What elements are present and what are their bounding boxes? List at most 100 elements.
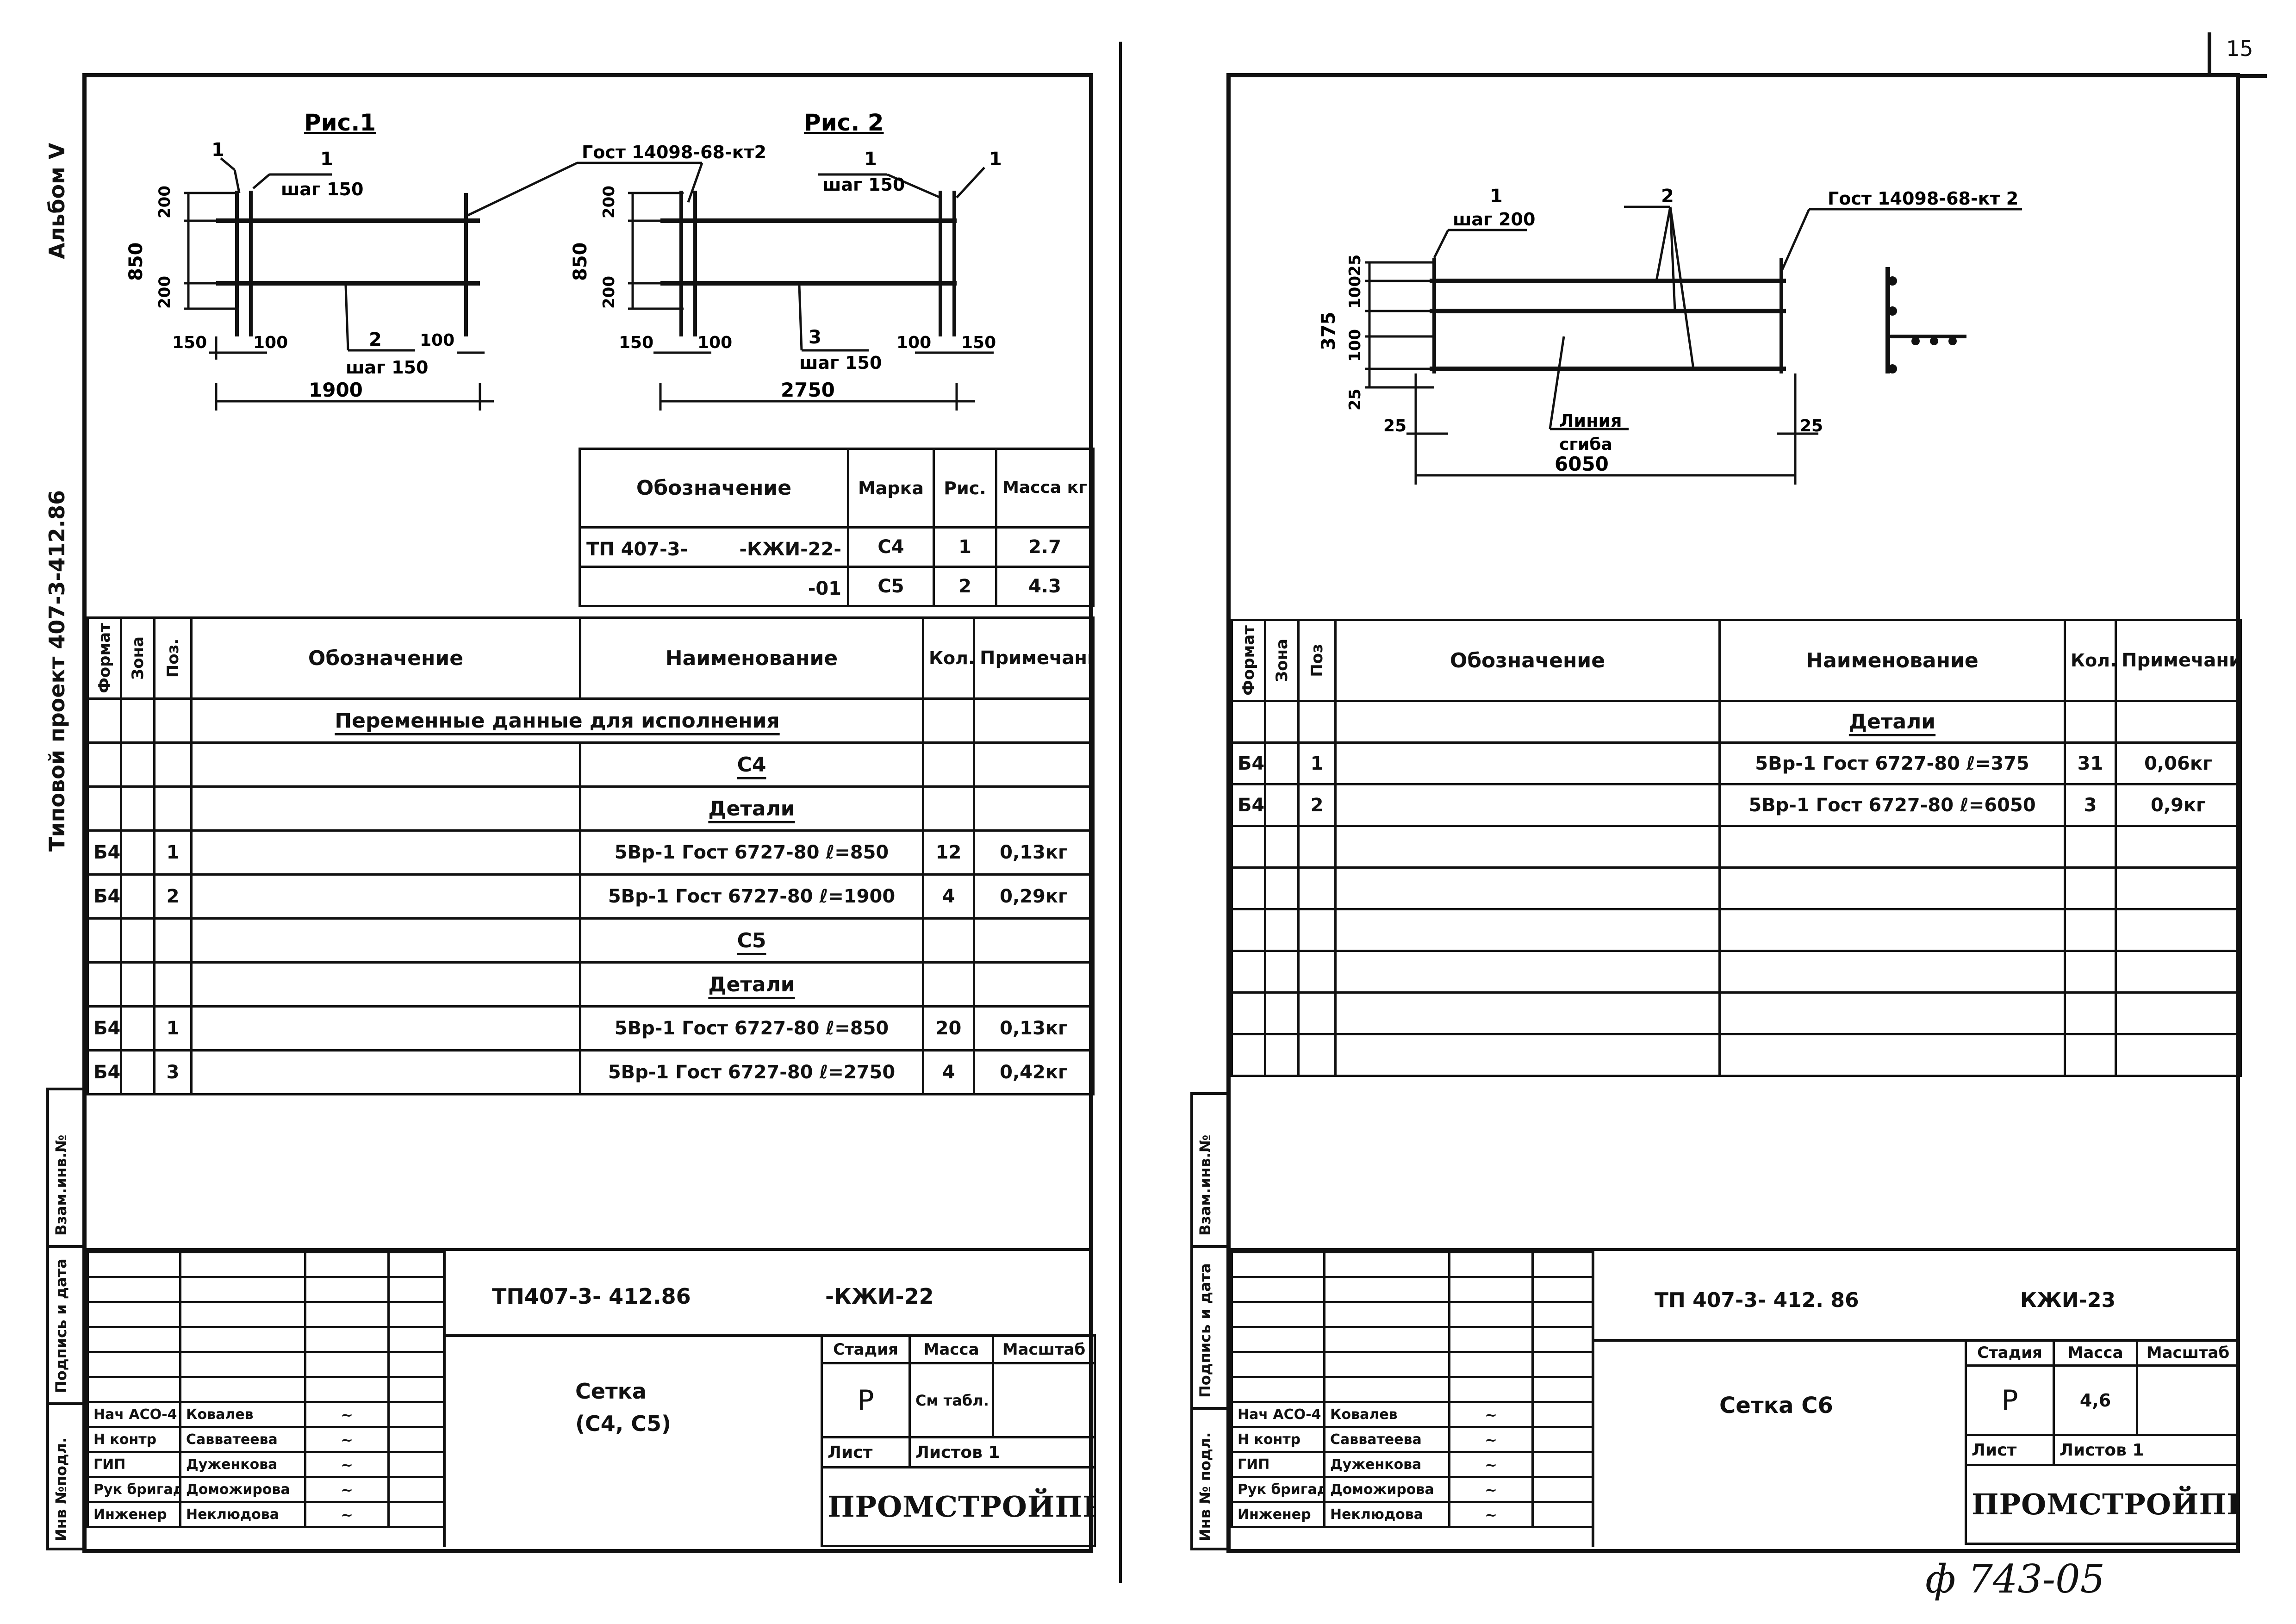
marks-h-mark: Марка: [847, 448, 935, 529]
left-stamp-replace: Взам.инв.№: [52, 1134, 70, 1236]
rfig-dim-100a: 100: [1346, 276, 1364, 309]
left-title-block: Нач АСО-4 Ковалев ~ Н контр Савватеева ~…: [87, 1248, 1096, 1552]
fig1-title: Рис.1: [304, 109, 376, 136]
tb-name-line2: (С4, С5): [575, 1411, 672, 1436]
fig2-dim-150b: 150: [961, 333, 996, 352]
rspec-h-qty: Кол.: [2064, 619, 2117, 702]
rspec-h-pos: Поз: [1297, 619, 1337, 702]
left-side-title: Типовой проект 407-3-412.86: [44, 490, 69, 852]
rtb-stage: Р: [1965, 1364, 2055, 1436]
rspec-h-designation: Обозначение: [1334, 619, 1721, 702]
signature: ~: [1448, 1426, 1534, 1453]
marks-fig: 1: [933, 526, 997, 568]
spec-group-title: С5: [737, 928, 766, 952]
rfig-step1: шаг 200: [1453, 209, 1535, 230]
rfig-gost: Гост 14098-68-кт 2: [1828, 188, 2018, 209]
marks-designation-b: -КЖИ-22-: [739, 539, 841, 560]
left-staff-grid: Нач АСО-4 Ковалев ~ Н контр Савватеева ~…: [87, 1251, 445, 1528]
rspec-group-title: Детали: [1848, 710, 1936, 734]
staff-row: Н контр Савватеева ~: [1231, 1426, 1594, 1453]
left-spec-table: Формат Зона Поз. Обозначение Наименовани…: [87, 616, 1095, 1095]
fig2-dim-150a: 150: [619, 333, 653, 352]
right-stamp-sign: Подпись и дата: [1196, 1263, 1214, 1398]
spec-section-title: Переменные данные для исполнения: [190, 697, 924, 744]
gost-label-left: Гост 14098-68-кт2: [582, 142, 766, 162]
fig2-step1: шаг 150: [822, 174, 905, 195]
fig1-dim-100a: 100: [253, 333, 288, 352]
rtb-sheet-code: КЖИ-23: [2020, 1288, 2116, 1312]
signature: ~: [304, 1451, 390, 1478]
fig2-pos1b: 1: [989, 149, 1002, 170]
staff-row: Нач АСО-4 Ковалев ~: [87, 1401, 445, 1428]
signature: ~: [1448, 1476, 1534, 1503]
spec-row: Б4 2 5Вр-1 Гост 6727-80 ℓ=1900 4 0,29кг: [87, 873, 1095, 920]
rtb-stage-table: Стадия Масса Масштаб Р 4,6 Лист Листов 1…: [1965, 1339, 2240, 1545]
fig2-dim-100b: 100: [896, 333, 931, 352]
rspec-row: Б4 2 5Вр-1 Гост 6727-80 ℓ=6050 3 0,9кг: [1231, 783, 2242, 827]
rtb-name: Сетка С6: [1719, 1393, 1833, 1419]
rspec-item-name: 5Вр-1 Гост 6727-80 ℓ=6050: [1718, 783, 2066, 827]
tb-org: ПРОМСТРОЙПРОЕКТ: [821, 1466, 1096, 1547]
marks-designation-a: ТП 407-3-: [586, 539, 688, 560]
fig1-dim-length: 1900: [309, 379, 363, 401]
rfig-dim-length: 6050: [1555, 453, 1609, 475]
right-side-stamp-column: [1190, 1092, 1226, 1550]
rfig-dim-25b: 25: [1346, 389, 1364, 411]
spec-row: Детали: [87, 961, 1095, 1008]
rfig-dim-100b: 100: [1346, 329, 1364, 362]
staff-row: Н контр Савватеева ~: [87, 1426, 445, 1453]
fig1-dim-150: 150: [172, 333, 207, 352]
rtb-code: ТП 407-3- 412. 86: [1655, 1288, 1859, 1312]
tb-stage: Р: [821, 1362, 911, 1438]
signature: ~: [304, 1501, 390, 1528]
signature: ~: [304, 1426, 390, 1453]
marks-fig: 2: [933, 566, 997, 607]
fig1-dim-top: 200: [156, 186, 174, 218]
spec-row: С4: [87, 741, 1095, 788]
marks-mass: 4.3: [995, 566, 1095, 607]
rfig-pos1: 1: [1490, 186, 1503, 207]
staff-row: Рук бригад Доможирова ~: [87, 1476, 445, 1503]
left-drawing: Рис.1 1 1 шаг 150 2 шаг 150 850 200 200 …: [125, 109, 1002, 411]
spec-h-qty: Кол.: [922, 616, 975, 700]
fig2-dim-height: 850: [570, 243, 591, 281]
sheet-separator: [1119, 42, 1122, 1583]
staff-row: Инженер Неклюдова ~: [1231, 1501, 1594, 1528]
rspec-row: Б4 1 5Вр-1 Гост 6727-80 ℓ=375 31 0,06кг: [1231, 741, 2242, 785]
signature: ~: [304, 1401, 390, 1428]
marks-h-fig: Рис.: [933, 448, 997, 529]
right-sheet: 1 шаг 200 2 Гост 14098-68-кт 2 375 25 10…: [1226, 73, 2242, 1553]
marks-row: -01 С5 2 4.3: [579, 566, 1095, 607]
rfig-pos2: 2: [1661, 186, 1674, 207]
spec-group-title: С4: [737, 753, 766, 777]
marks-h-designation: Обозначение: [579, 448, 849, 529]
marks-row: ТП 407-3- -КЖИ-22- С4 1 2.7: [579, 526, 1095, 568]
left-sheet: Рис.1 1 1 шаг 150 2 шаг 150 850 200 200 …: [82, 73, 1096, 1553]
rfig-dim-25left: 25: [1383, 417, 1406, 436]
rspec-h-format: Формат: [1231, 619, 1266, 702]
rspec-item-name: 5Вр-1 Гост 6727-80 ℓ=375: [1718, 741, 2066, 785]
spec-item-name: 5Вр-1 Гост 6727-80 ℓ=1900: [579, 873, 924, 920]
fig2-dim-100a: 100: [697, 333, 732, 352]
staff-row: Рук бригад Доможирова ~: [1231, 1476, 1594, 1503]
right-title-block: Нач АСО-4 Ковалев ~ Н контр Савватеева ~…: [1231, 1248, 2240, 1552]
rfig-dim-25a: 25: [1346, 255, 1364, 276]
left-stamp-inv: Инв №подл.: [52, 1437, 70, 1541]
spec-h-note: Примечание: [973, 616, 1095, 700]
spec-row: С5: [87, 917, 1095, 964]
staff-row: Нач АСО-4 Ковалев ~: [1231, 1401, 1594, 1428]
fig1-dim-100b: 100: [420, 331, 454, 350]
rfig-bend-line1: Линия: [1559, 411, 1622, 431]
fig2-dim-top: 200: [600, 186, 618, 218]
spec-h-zone: Зона: [120, 616, 156, 700]
spec-group-title: Детали: [708, 796, 795, 821]
fig2-dim-bottom: 200: [600, 276, 618, 309]
fig1-step1: шаг 150: [281, 179, 363, 199]
left-marks-table: Обозначение Марка Рис. Масса кг ТП 407-3…: [579, 448, 1095, 607]
fig1-pos1b: 1: [320, 149, 333, 170]
marks-designation-b: -01: [808, 578, 841, 599]
spec-row: Б4 1 5Вр-1 Гост 6727-80 ℓ=850 20 0,13кг: [87, 1005, 1095, 1052]
right-drawing: 1 шаг 200 2 Гост 14098-68-кт 2 375 25 10…: [1318, 186, 2022, 485]
fig1-dim-bottom: 200: [156, 276, 174, 309]
spec-h-format: Формат: [87, 616, 122, 700]
